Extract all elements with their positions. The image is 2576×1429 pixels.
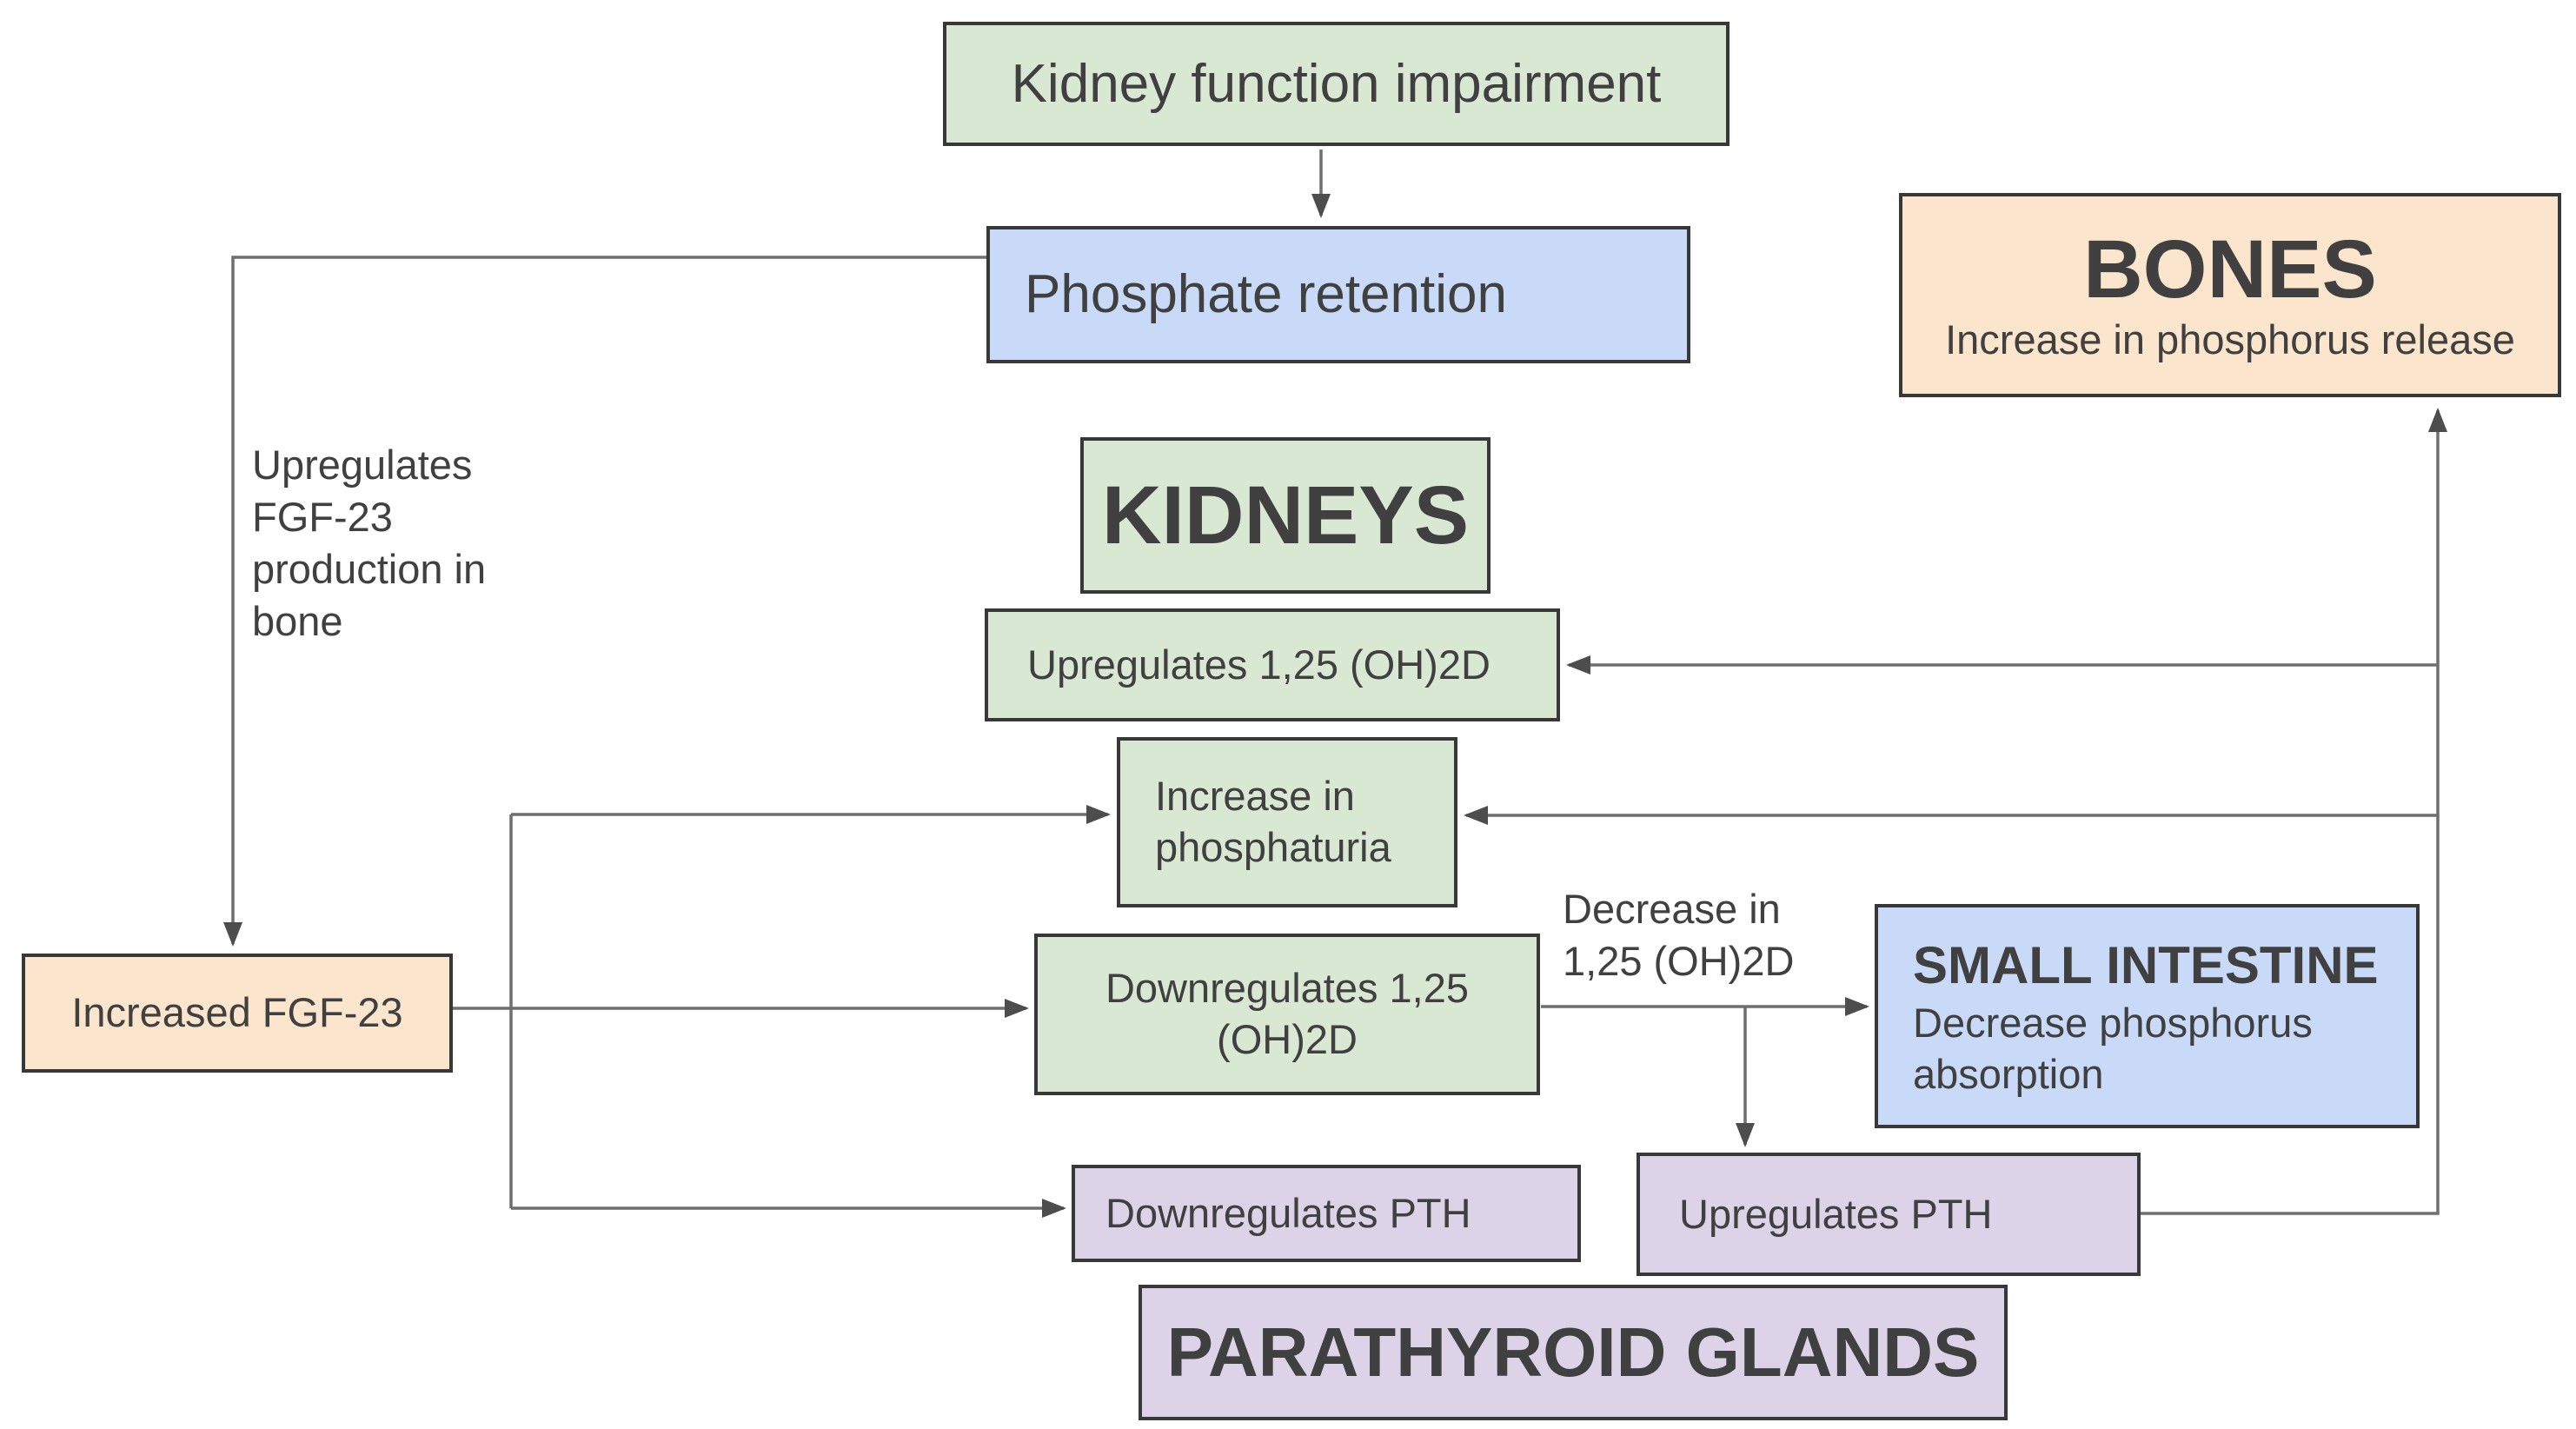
node-subtitle: Decrease phosphorus absorption [1913, 999, 2313, 1097]
edge-label-decrease-in-125-ohd: Decrease in 1,25 (OH)2D [1563, 886, 1795, 985]
node-label: Phosphate retention [1025, 264, 1507, 325]
node-increased-fgf23: Increased FGF-23 [22, 954, 453, 1073]
node-label: Upregulates PTH [1679, 1190, 1993, 1237]
node-bones: BONES Increase in phosphorus release [1899, 193, 2561, 397]
node-downregulates-pth: Downregulates PTH [1072, 1165, 1581, 1262]
node-title: SMALL INTESTINE [1913, 935, 2379, 994]
node-downregulates-125-ohd: Downregulates 1,25 (OH)2D [1034, 934, 1540, 1095]
node-small-intestine: SMALL INTESTINE Decrease phosphorus abso… [1875, 904, 2420, 1128]
node-parathyroid-glands: PARATHYROID GLANDS [1139, 1285, 2008, 1420]
node-label: Downregulates 1,25 (OH)2D [1105, 965, 1470, 1062]
node-label: PARATHYROID GLANDS [1166, 1313, 1980, 1391]
node-subtitle: Increase in phosphorus release [1945, 316, 2515, 363]
edge-label-upregulates-fgf23-production: Upregulates FGF-23 production in bone [252, 442, 487, 645]
node-title: BONES [2083, 223, 2377, 316]
edge-phosphate-to-increased-fgf23 [223, 256, 986, 947]
node-label: Kidney function impairment [1011, 53, 1662, 114]
node-upregulates-pth: Upregulates PTH [1637, 1153, 2141, 1276]
edge-upregulates-pth-to-bones [2141, 408, 2447, 1215]
node-increase-in-phosphaturia: Increase in phosphaturia [1117, 737, 1457, 907]
node-label: KIDNEYS [1101, 469, 1470, 562]
node-kidneys: KIDNEYS [1080, 437, 1490, 594]
node-label: Increase in phosphaturia [1155, 773, 1391, 870]
node-upregulates-125-ohd: Upregulates 1,25 (OH)2D [985, 608, 1560, 721]
node-label: Downregulates PTH [1105, 1189, 1471, 1236]
node-label: Upregulates 1,25 (OH)2D [1027, 641, 1490, 688]
node-label: Increased FGF-23 [71, 989, 403, 1036]
node-phosphate-retention: Phosphate retention [986, 226, 1690, 363]
node-kidney-function-impairment: Kidney function impairment [943, 22, 1730, 146]
